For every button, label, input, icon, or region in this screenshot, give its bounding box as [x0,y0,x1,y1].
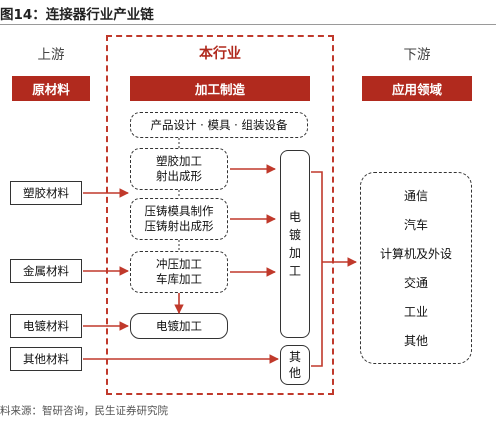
plating-char: 工 [288,264,301,278]
other-char: 他 [288,366,301,380]
process-line: 塑胶加工 [156,154,202,168]
industry-frame [106,35,334,395]
processing-manufacturing-label: 加工制造 [130,76,310,101]
raw-materials-label: 原材料 [12,76,90,101]
design-mold-assembly-box: 产品设计 · 模具 · 组装设备 [130,112,308,138]
industry-heading: 本行业 [199,46,241,62]
plastic-material-box: 塑胶材料 [10,181,82,205]
application-item: 其他 [403,334,428,348]
plating-char: 加 [288,246,301,260]
application-item: 通信 [403,189,428,203]
plastic-processing-box: 塑胶加工 射出成形 [130,148,228,190]
figure-title: 图14：连接器行业产业链 [0,7,154,23]
other-material-box: 其他材料 [10,347,82,371]
source-note: 料来源：智研咨询，民生证券研究院 [0,405,168,417]
stamping-box: 冲压加工 车库加工 [130,251,228,293]
application-item: 交通 [403,276,428,290]
plating-char: 电 [288,210,301,224]
application-list: 通信 汽车 计算机及外设 交通 工业 其他 [360,172,472,364]
die-casting-box: 压铸模具制作 压铸射出成形 [130,198,228,240]
process-line: 压铸模具制作 [144,204,214,218]
metal-material-box: 金属材料 [10,259,82,283]
plating-char: 镀 [288,228,301,242]
application-item: 工业 [403,305,428,319]
application-fields-label: 应用领域 [362,76,472,101]
process-line: 冲压加工 [156,257,202,271]
process-line: 射出成形 [156,169,202,183]
title-divider [0,24,496,25]
other-column: 其 他 [280,345,310,385]
application-item: 计算机及外设 [379,247,452,261]
electroplating-column: 电 镀 加 工 [280,150,310,338]
upstream-heading: 上游 [37,47,65,63]
application-item: 汽车 [403,218,428,232]
plating-material-box: 电镀材料 [10,314,82,338]
process-line: 压铸射出成形 [144,219,214,233]
downstream-heading: 下游 [403,47,431,63]
electroplating-process-box: 电镀加工 [130,313,228,339]
other-char: 其 [288,350,301,364]
process-line: 车库加工 [156,272,202,286]
